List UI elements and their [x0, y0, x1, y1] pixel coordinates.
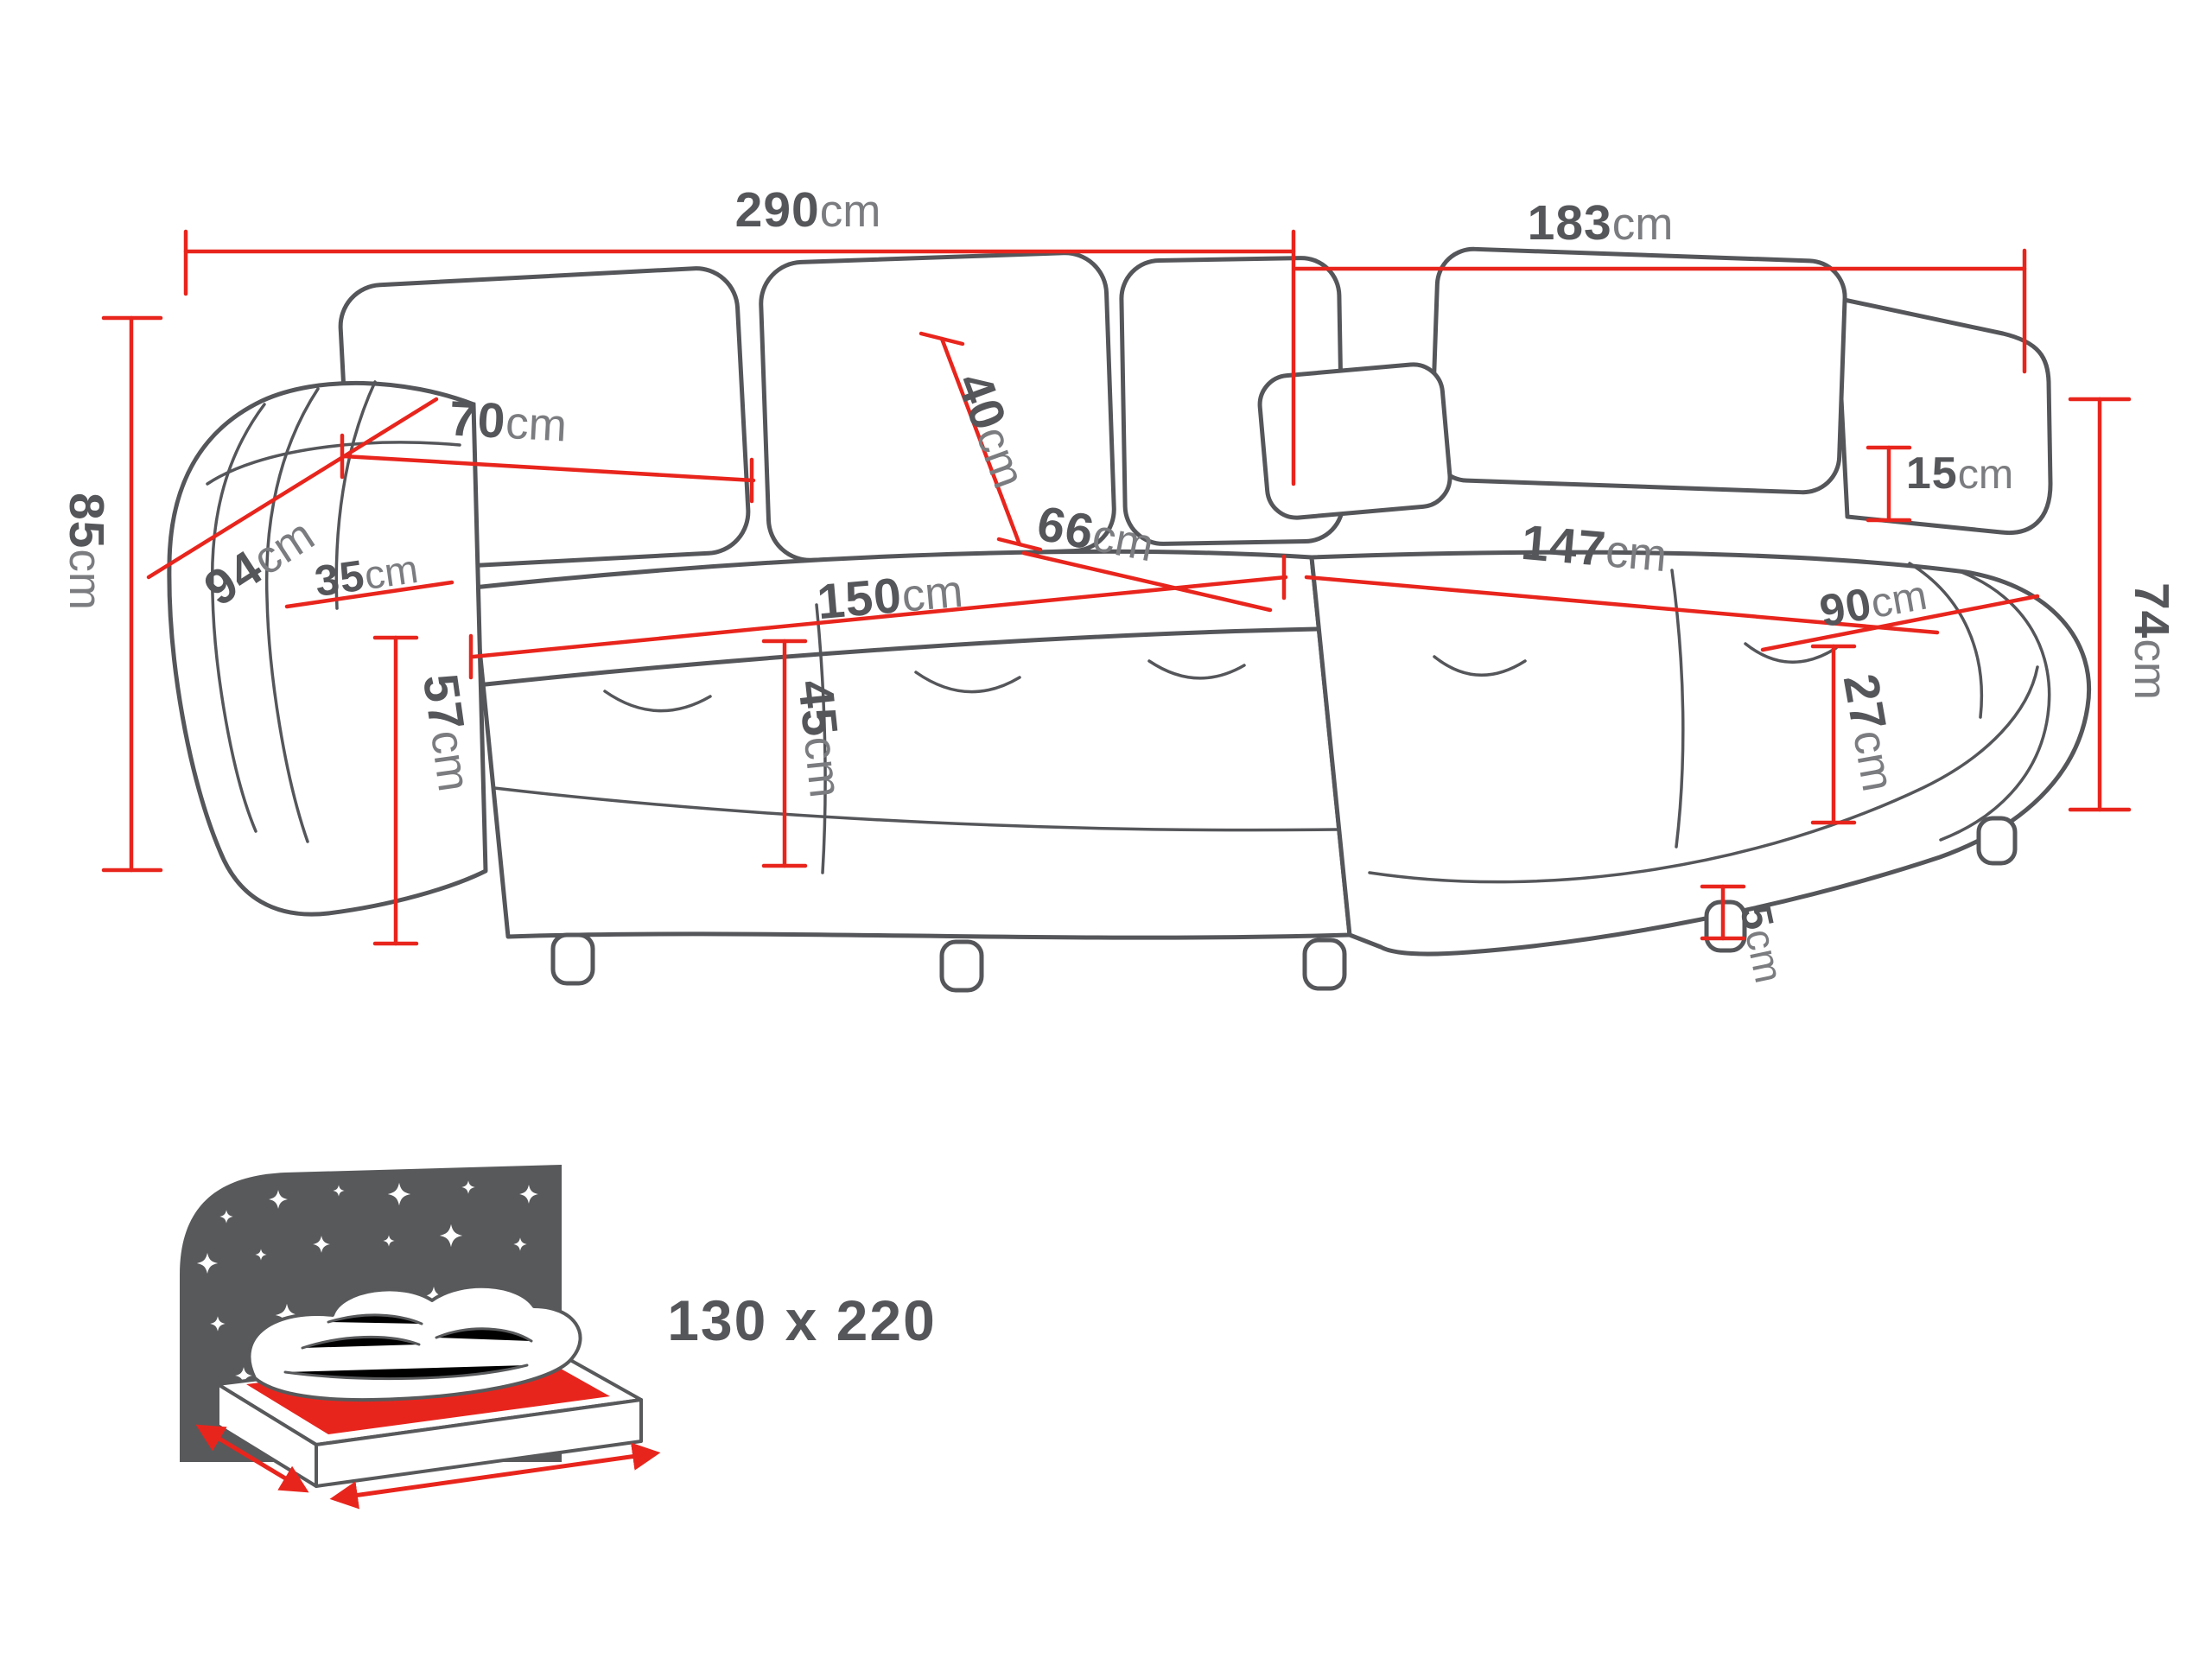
- width-arrow: [195, 1424, 309, 1493]
- dim-unit: cm: [1867, 571, 1931, 627]
- dim-unit: cm: [420, 727, 480, 795]
- duvet-fold-2: [435, 1327, 533, 1343]
- length-arrow: [329, 1442, 661, 1510]
- dim-line-150: [471, 575, 1288, 659]
- dim-value: 183: [1527, 195, 1612, 251]
- seat-left-front-edge: [483, 626, 1319, 687]
- dim-label-overall-height: 85cm: [58, 493, 115, 610]
- dim-unit: cm: [1957, 451, 2014, 498]
- dimension-lines: [101, 229, 2132, 946]
- sofa-leg: [1976, 816, 2018, 866]
- seat-left-tuft-1: [603, 690, 712, 713]
- arm-left-contour-2: [264, 387, 320, 843]
- dim-unit: cm: [1737, 925, 1792, 988]
- seat-right-tuft-1: [1433, 655, 1527, 677]
- arm-left-contour-1: [210, 403, 266, 833]
- dim-unit: cm: [1843, 726, 1904, 796]
- bed-size-arrows: [195, 1424, 661, 1510]
- dim-tick: [996, 537, 1043, 552]
- dim-value: 35: [311, 550, 368, 607]
- arm-right-contour-2: [1908, 562, 1984, 719]
- dim-unit: cm: [793, 734, 851, 800]
- dim-value: 57: [411, 671, 475, 734]
- dim-unit: cm: [819, 186, 881, 237]
- sofa-leg: [939, 939, 984, 993]
- dim-unit: cm: [60, 549, 111, 611]
- dim-line-66: [1021, 550, 1273, 613]
- seat-left-base-seam: [493, 786, 1339, 832]
- dim-unit: cm: [361, 545, 421, 599]
- sleeping-area-size-label: 130 x 220: [667, 1288, 937, 1352]
- dim-value: 85: [59, 492, 114, 550]
- seat-left-crease: [815, 603, 827, 874]
- dim-value: 147: [1519, 514, 1609, 578]
- dim-line-147: [1304, 575, 1940, 635]
- dim-value: 70: [448, 391, 508, 449]
- sleeping-bed-icon: [180, 1165, 661, 1510]
- dim-value: 45: [787, 677, 849, 740]
- pillow-seam: [327, 1313, 423, 1325]
- dim-line-94: [146, 397, 439, 580]
- dim-unit: cm: [1611, 199, 1674, 250]
- dim-label-overall-depth-right: 183cm: [1528, 194, 1674, 251]
- dim-value: 15: [1905, 448, 1958, 499]
- dim-line-40: [939, 336, 1022, 547]
- dim-value: 27: [1832, 670, 1897, 735]
- dim-unit: cm: [504, 397, 569, 452]
- dim-unit: cm: [1603, 525, 1669, 582]
- dim-unit: cm: [1088, 510, 1159, 572]
- dim-label-back-cushion-width: 70cm: [448, 390, 568, 453]
- sofa-leg: [550, 932, 595, 986]
- seat-left-tuft-3: [1147, 659, 1246, 680]
- dim-label-backrest-top-depth: 15cm: [1906, 448, 2013, 499]
- dim-label-side-height: 74cm: [2123, 582, 2180, 700]
- dim-unit: cm: [899, 565, 965, 622]
- dim-unit: cm: [2125, 639, 2176, 701]
- dim-line-90: [1760, 594, 2040, 652]
- sofa-drawing: [167, 246, 2091, 993]
- arm-left-contour-3: [334, 380, 377, 610]
- seat-right-tuft-2: [1744, 642, 1838, 664]
- corner-pillow: [1257, 362, 1452, 520]
- arm-left-top-seam: [206, 441, 461, 486]
- dim-value: 74: [2124, 582, 2179, 639]
- dim-value: 290: [734, 182, 820, 238]
- dim-line-70: [341, 454, 756, 483]
- sofa-leg: [1302, 938, 1347, 991]
- dim-value: 150: [815, 567, 905, 631]
- dim-tick: [918, 331, 965, 346]
- seat-left-tuft-2: [914, 671, 1021, 694]
- dim-line-35: [284, 580, 454, 609]
- dim-label-seat-height: 45cm: [786, 677, 855, 800]
- duvet-fold-3: [283, 1363, 529, 1381]
- dim-label-overall-width: 290cm: [735, 181, 881, 238]
- dim-value: 90: [1815, 578, 1876, 638]
- seat-right-crease: [1670, 569, 1685, 849]
- seat-right: [1309, 550, 2091, 957]
- duvet-fold-1: [301, 1335, 421, 1350]
- back-cushion-right: [1429, 246, 1847, 495]
